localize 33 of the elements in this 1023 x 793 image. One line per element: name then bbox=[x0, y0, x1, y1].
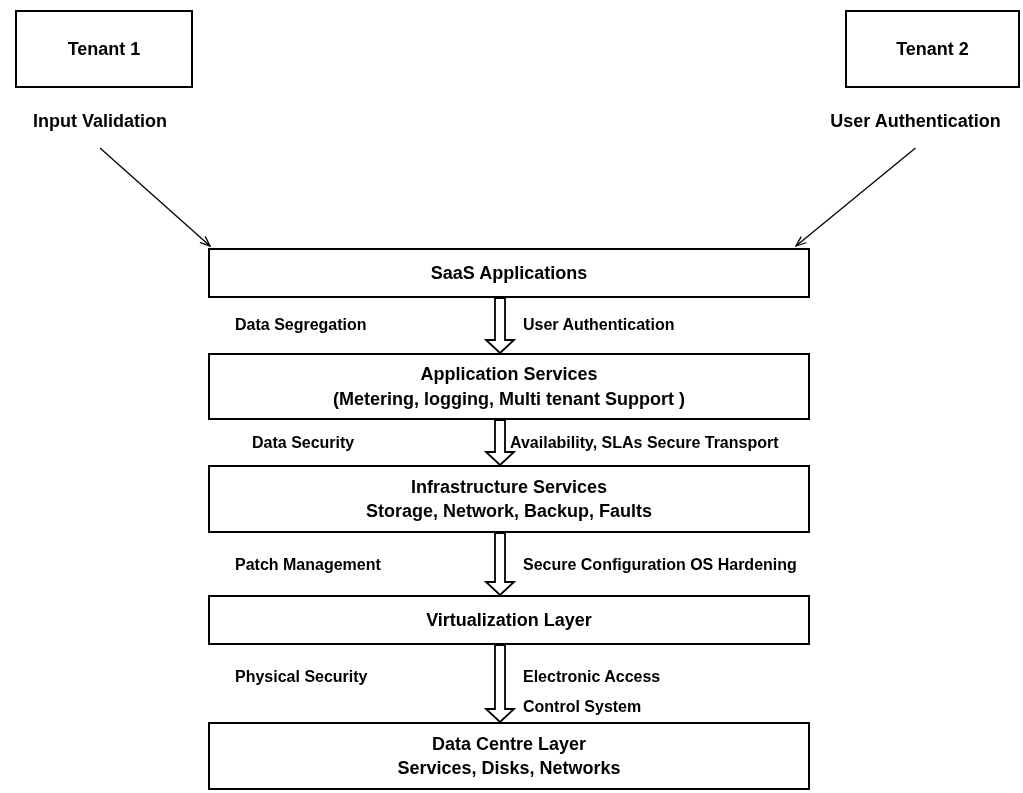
annotation-text: Input Validation bbox=[33, 109, 167, 133]
security-concern-label: Electronic Access Control System bbox=[523, 667, 662, 718]
layer-box bbox=[208, 595, 810, 645]
layer-box bbox=[208, 465, 810, 533]
layer-box bbox=[208, 722, 810, 790]
tenant-box bbox=[845, 10, 1020, 88]
layer-box bbox=[208, 248, 810, 298]
annotation-text: User Authentication bbox=[830, 109, 1001, 133]
security-concern-label: Patch Management bbox=[235, 555, 382, 575]
security-concern-label: Data Security bbox=[252, 433, 356, 453]
layer-title: Data Centre Layer bbox=[431, 732, 587, 756]
arrow bbox=[795, 147, 917, 247]
layer-title: Tenant 2 bbox=[896, 37, 969, 61]
arrow bbox=[99, 147, 211, 247]
security-concern-label: Availability, SLAs Secure Transport bbox=[510, 433, 780, 453]
layer-details: (Metering, logging, Multi tenant Support ) bbox=[333, 387, 685, 411]
layer-title: Infrastructure Services bbox=[410, 475, 608, 499]
layer-title: Tenant 1 bbox=[67, 37, 141, 61]
layer-box bbox=[208, 353, 810, 420]
layer-details: Storage, Network, Backup, Faults bbox=[365, 500, 653, 523]
layer-title: Application Services bbox=[420, 363, 598, 387]
security-concern-label: Data Segregation bbox=[235, 315, 368, 335]
tenant-box bbox=[15, 10, 193, 88]
security-concern-label: Secure Configuration OS Hardening bbox=[523, 555, 798, 575]
layer-title: Virtualization Layer bbox=[426, 608, 592, 632]
block-arrow bbox=[483, 297, 517, 355]
block-arrow bbox=[483, 644, 517, 724]
block-arrow bbox=[483, 419, 517, 467]
security-concern-label: User Authentication bbox=[523, 315, 676, 335]
security-concern-label: Physical Security bbox=[235, 667, 369, 687]
block-arrow bbox=[483, 532, 517, 597]
layer-details: Services, Disks, Networks bbox=[397, 757, 621, 780]
layer-title: SaaS Applications bbox=[430, 261, 588, 285]
